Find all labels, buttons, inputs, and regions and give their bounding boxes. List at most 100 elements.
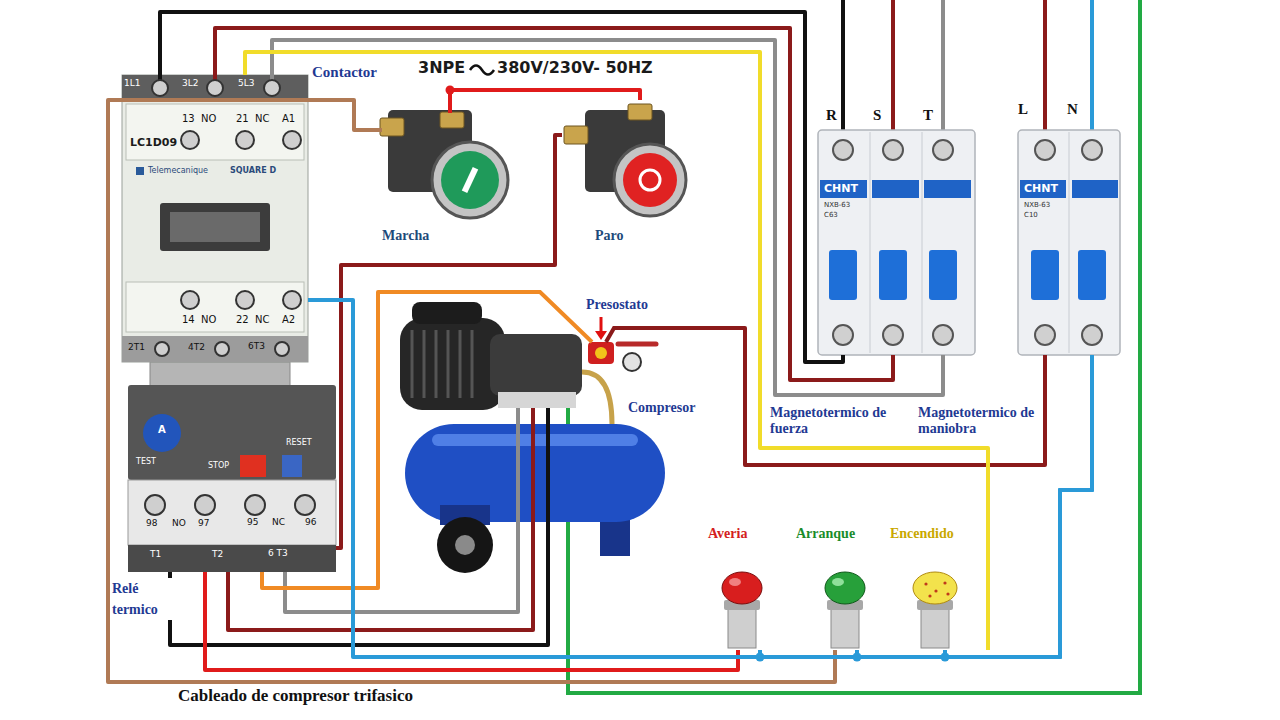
control-circuit-breaker [1018, 130, 1120, 355]
on-pilot-lamp [913, 572, 957, 648]
terminal-label: 2T1 [128, 342, 145, 353]
supply-label: 3NPE [418, 58, 465, 77]
terminal-label: NC [255, 314, 269, 326]
motor-wire [388, 292, 720, 575]
terminal-screw [236, 291, 254, 309]
stop-push-button [614, 144, 686, 216]
supply-wire [1090, 0, 1094, 140]
motor-wire [546, 408, 550, 575]
start-pilot-lamp [832, 578, 844, 586]
component-heading: Marcha [382, 228, 429, 245]
terminal-label: 5L3 [238, 78, 254, 89]
air-compressor [582, 372, 612, 424]
control-circuit-breaker [1031, 250, 1059, 300]
stop-push-button [564, 104, 686, 216]
terminal-label: T1 [150, 549, 161, 560]
on-pilot-lamp [946, 592, 949, 595]
start-push-button [440, 112, 464, 128]
fault-pilot-lamp [722, 572, 762, 648]
button-wire-stub [448, 100, 452, 113]
model-label: NXB-63 [1024, 201, 1050, 209]
contactor-body [126, 104, 304, 160]
air-compressor [498, 392, 576, 408]
rating-label: C10 [1024, 211, 1038, 219]
control-circuit-breaker [1035, 325, 1055, 345]
component-heading: Compresor [626, 400, 697, 417]
junction-dot [446, 86, 455, 95]
terminal-label: 95 [247, 517, 258, 528]
power-circuit-breaker [924, 180, 971, 198]
power-circuit-breaker [818, 130, 975, 355]
wire [450, 90, 640, 100]
junction-dot [941, 653, 950, 662]
brand-label: Telemecanique [148, 166, 208, 176]
contactor-body [136, 167, 144, 175]
component-heading: Magnetotermico de maniobra [918, 405, 1042, 437]
pilot-lamp-box: Encendido [884, 522, 1000, 650]
terminal-label: 4T2 [188, 342, 205, 353]
terminal-screw [181, 131, 199, 149]
earth-wire [568, 0, 1140, 693]
power-circuit-breaker [929, 250, 957, 300]
wire [108, 100, 835, 682]
control-circuit-breaker [1035, 140, 1055, 160]
motor-wire [531, 408, 535, 575]
power-circuit-breaker [879, 250, 907, 300]
terminal-label: 22 [236, 314, 249, 326]
contactor-body [122, 336, 308, 362]
air-compressor [437, 517, 493, 573]
terminal-label: 13 [182, 113, 195, 125]
fault-pilot-lamp [722, 572, 762, 604]
component-heading: Relé termico [110, 578, 176, 620]
contactor-body [122, 75, 308, 386]
wire [170, 572, 548, 645]
button-wire-stub [360, 100, 450, 130]
thermal-relay-body [143, 414, 181, 452]
phase-label: S [873, 106, 881, 124]
part-label: Presostato [586, 297, 648, 314]
start-pilot-lamp [825, 572, 865, 604]
air-compressor [412, 302, 482, 324]
air-compressor [400, 318, 505, 410]
terminal-label: T2 [212, 549, 223, 560]
control-circuit-breaker [1069, 132, 1070, 353]
terminal-screw [155, 342, 169, 356]
ac-symbol [470, 66, 494, 75]
on-pilot-lamp [934, 589, 937, 592]
terminal-label: 6 T3 [268, 548, 288, 559]
terminal-label: A2 [282, 314, 295, 326]
terminal-label: NO [172, 518, 186, 529]
pressure-switch-pointer [600, 317, 603, 333]
terminal-label: NC [255, 113, 269, 125]
terminal-screw [195, 495, 215, 515]
start-button-box: Marcha [360, 100, 515, 250]
fault-pilot-lamp [729, 578, 741, 586]
pilot-lamp-box: Averia [700, 522, 786, 650]
wire [245, 52, 988, 650]
phase-label: T [923, 106, 933, 124]
terminal-screw [264, 80, 280, 96]
supply-label: 380V/230V- 50HZ [497, 58, 653, 77]
wire [262, 292, 388, 588]
component-heading: Paro [595, 228, 624, 245]
component-heading: Magnetotermico de fuerza [770, 405, 894, 437]
wire [285, 572, 518, 612]
control-circuit-breaker [1078, 250, 1106, 300]
stop-push-button [564, 126, 588, 144]
supply-wire [841, 0, 845, 140]
terminal-label: 6T3 [248, 341, 265, 352]
ac-symbol [470, 66, 494, 75]
power-circuit-breaker [933, 140, 953, 160]
supply-wire [1043, 0, 1047, 140]
thermal-relay-body [240, 455, 266, 477]
compressor-box: PresostatoCompresor [388, 285, 720, 575]
pressure-switch-pointer [595, 331, 607, 340]
contactor-body [170, 212, 260, 242]
wire [857, 355, 1092, 657]
terminal-screw [207, 80, 223, 96]
power-circuit-breaker [872, 180, 919, 198]
power-circuit-breaker [833, 140, 853, 160]
terminal-label: NC [272, 517, 285, 528]
